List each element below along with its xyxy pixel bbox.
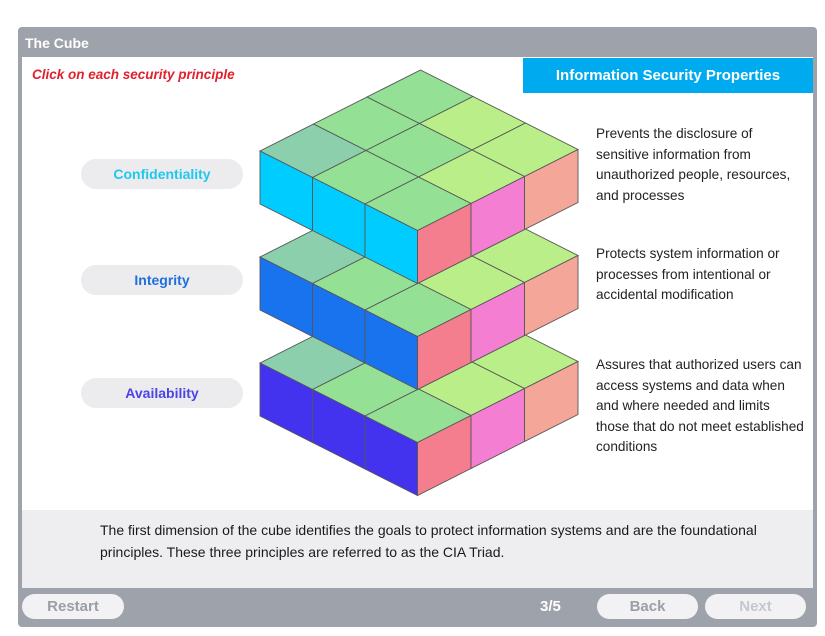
restart-label: Restart [47,598,99,615]
back-label: Back [629,598,666,615]
confidentiality-button[interactable]: Confidentiality [81,159,243,189]
cube-right-face [524,148,579,231]
window-title: The Cube [25,35,89,51]
availability-label: Availability [125,385,199,401]
integrity-button[interactable]: Integrity [81,265,243,295]
availability-description: Assures that authorized users can access… [596,357,804,454]
footer-panel: The first dimension of the cube identifi… [22,510,813,588]
section-header: Information Security Properties [523,58,813,93]
integrity-description: Protects system information or processes… [596,246,780,302]
next-label: Next [739,598,772,615]
confidentiality-description: Prevents the disclosure of sensitive inf… [596,126,791,203]
instruction-text: Click on each security principle [32,67,235,82]
cube-right-face [524,360,579,443]
title-bar: The Cube [18,27,817,57]
confidentiality-label: Confidentiality [113,166,211,182]
next-button[interactable]: Next [705,594,806,619]
integrity-label: Integrity [134,272,190,288]
restart-button[interactable]: Restart [22,594,124,619]
section-header-title: Information Security Properties [555,67,781,84]
availability-button[interactable]: Availability [81,378,243,408]
cube-right-face [524,254,579,337]
footer-text: The first dimension of the cube identifi… [100,522,757,560]
back-button[interactable]: Back [597,594,698,619]
page-counter: 3/5 [540,598,561,615]
